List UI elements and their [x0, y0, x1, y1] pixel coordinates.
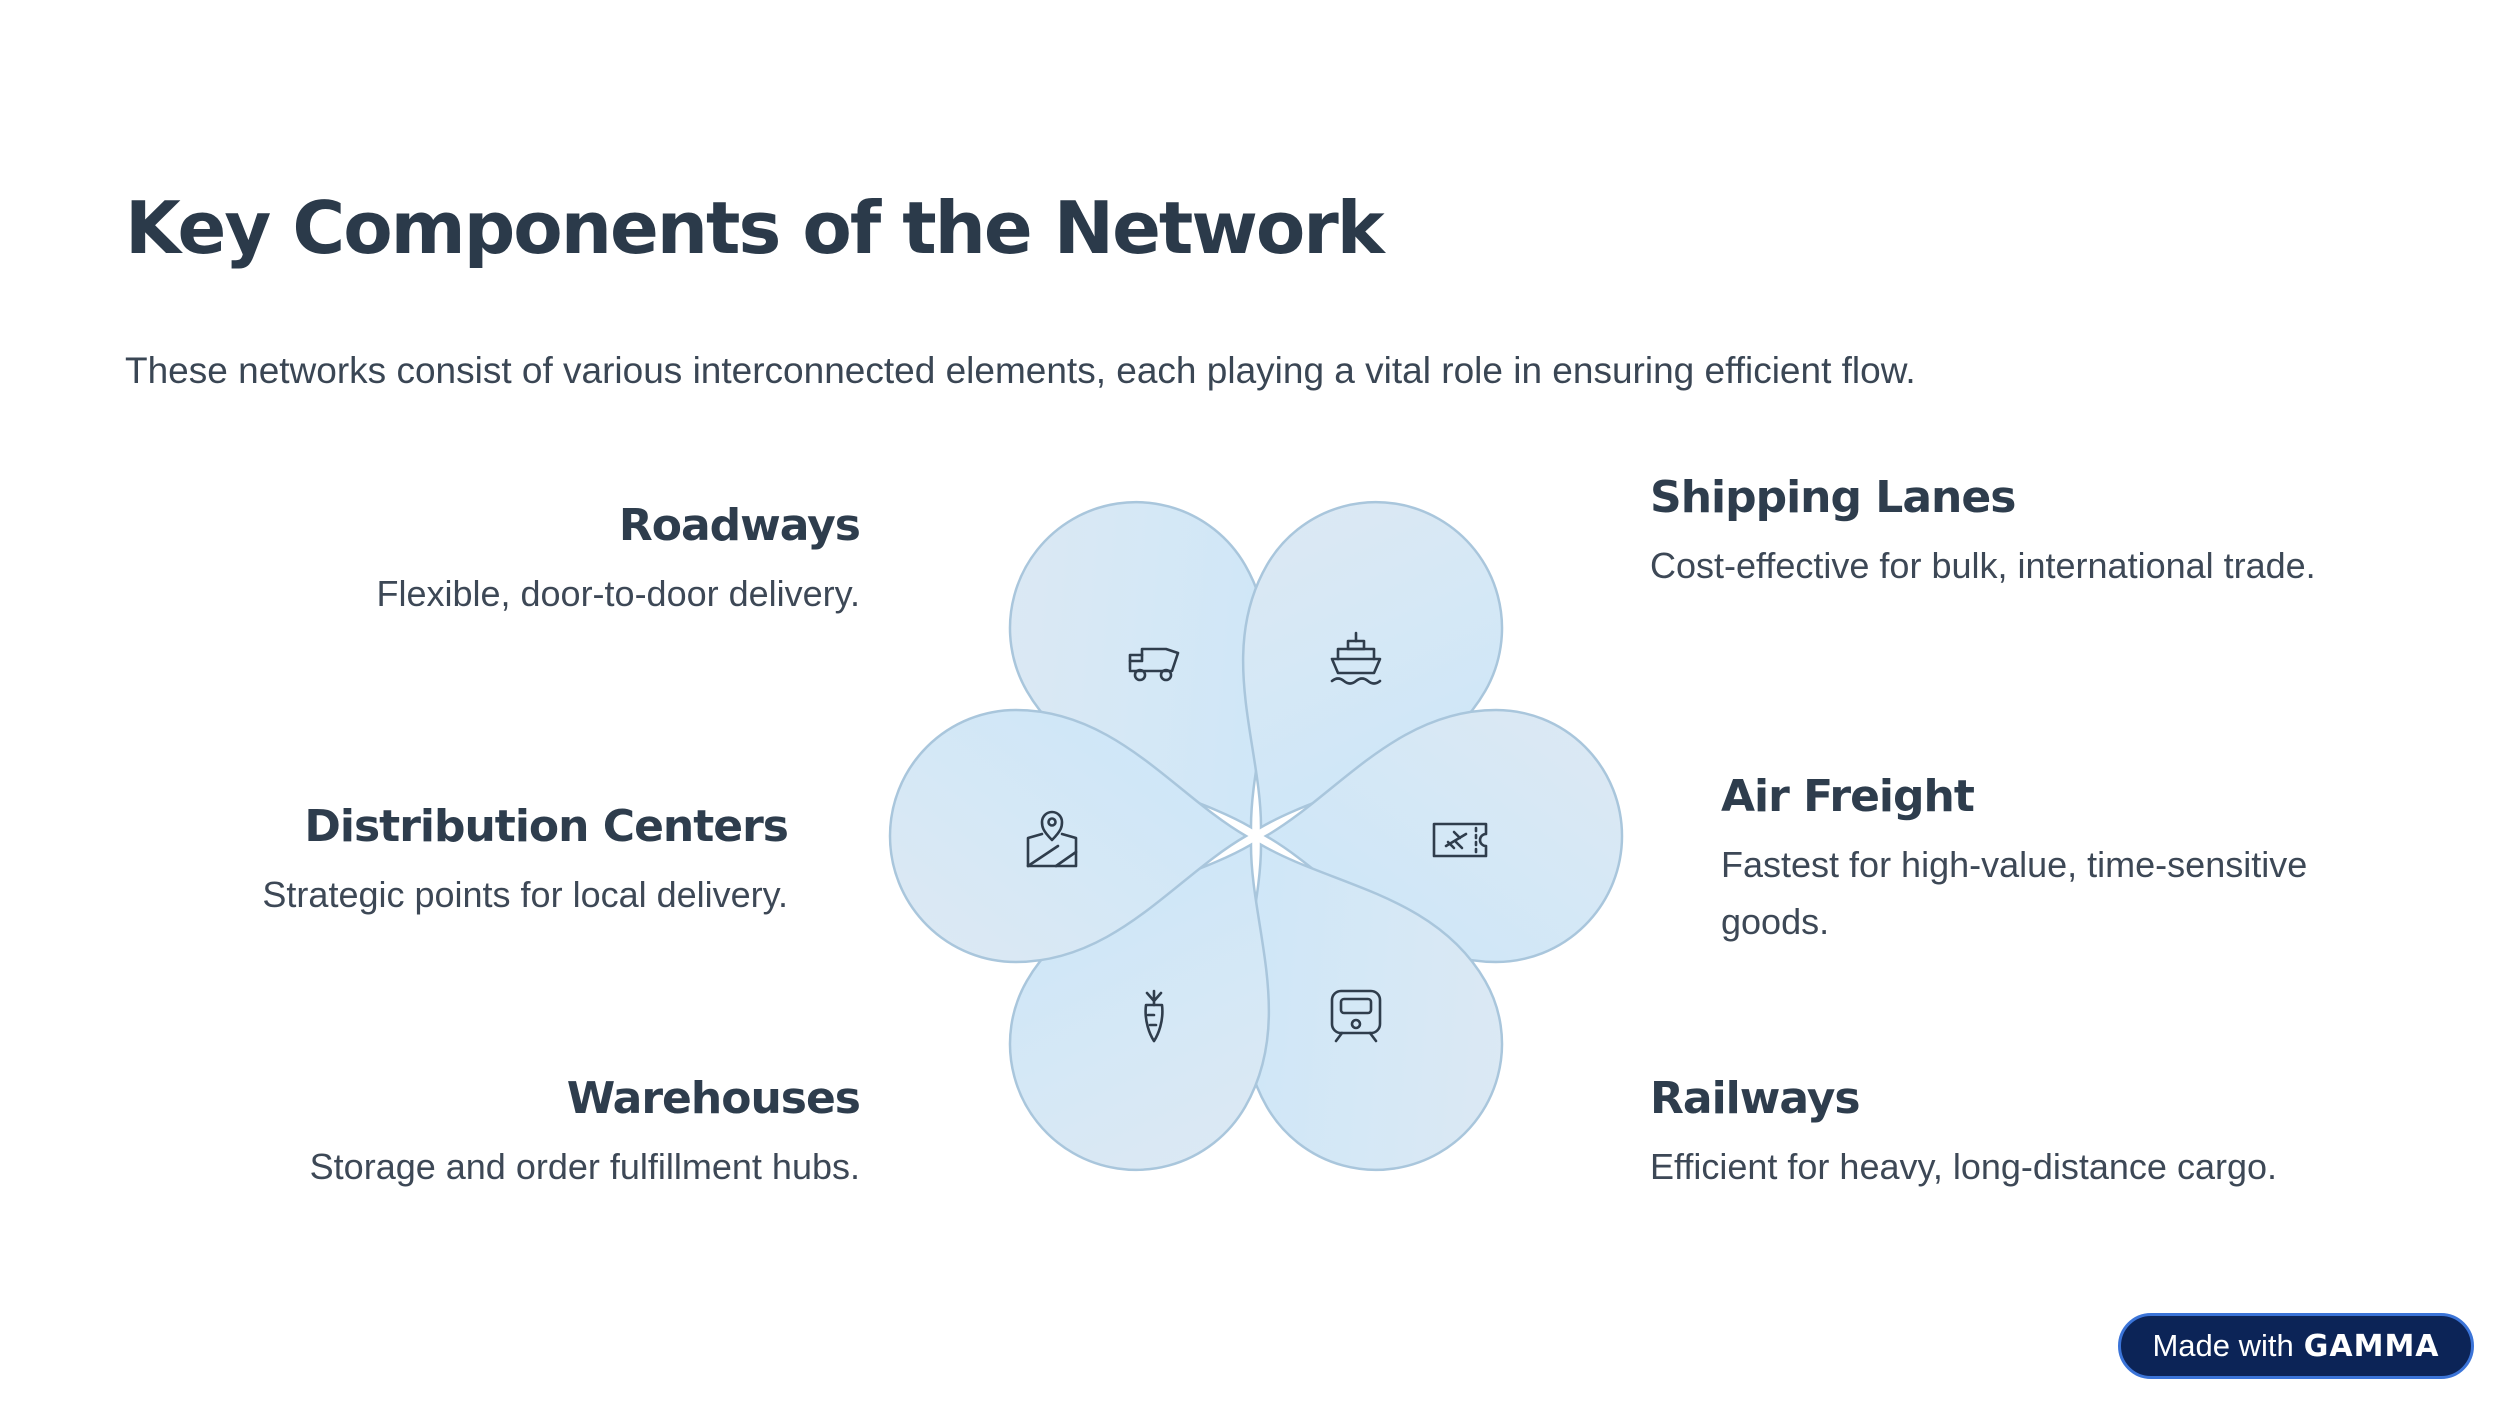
ship-icon [1330, 631, 1382, 685]
truck-icon [1128, 647, 1180, 682]
label-description: Flexible, door-to-door delivery. [376, 573, 860, 614]
plane-ticket-icon [1432, 822, 1488, 858]
label-railways: Railways Efficient for heavy, long-dista… [1650, 1073, 2450, 1195]
carrot-icon [1144, 989, 1164, 1043]
made-with-gamma-badge[interactable]: Made with GAMMA [2118, 1313, 2474, 1379]
label-shipping-lanes: Shipping Lanes Cost-effective for bulk, … [1650, 472, 2350, 594]
map-pin-icon [1026, 810, 1078, 868]
badge-prefix: Made with [2152, 1328, 2294, 1363]
label-heading: Railways [1650, 1073, 1861, 1124]
label-description: Cost-effective for bulk, international t… [1650, 545, 2316, 586]
label-description: Storage and order fulfillment hubs. [309, 1146, 860, 1187]
page-subtitle: These networks consist of various interc… [125, 350, 1916, 391]
label-air-freight: Air Freight Fastest for high-value, time… [1721, 771, 2421, 950]
gamma-logo: GAMMA [2303, 1328, 2440, 1364]
page-title: Key Components of the Network [125, 186, 1385, 270]
train-icon [1330, 989, 1382, 1043]
label-heading: Warehouses [566, 1073, 861, 1124]
label-description: Strategic points for local delivery. [262, 874, 788, 915]
label-heading: Distribution Centers [304, 801, 789, 852]
label-roadways: Roadways Flexible, door-to-door delivery… [220, 500, 861, 622]
label-distribution-centers: Distribution Centers Strategic points fo… [100, 801, 789, 923]
label-description: Fastest for high-value, time-sensitive g… [1721, 844, 2308, 942]
label-warehouses: Warehouses Storage and order fulfillment… [160, 1073, 861, 1195]
label-heading: Shipping Lanes [1650, 472, 2016, 523]
label-description: Efficient for heavy, long-distance cargo… [1650, 1146, 2278, 1187]
label-heading: Air Freight [1721, 771, 1975, 822]
label-heading: Roadways [618, 500, 861, 551]
